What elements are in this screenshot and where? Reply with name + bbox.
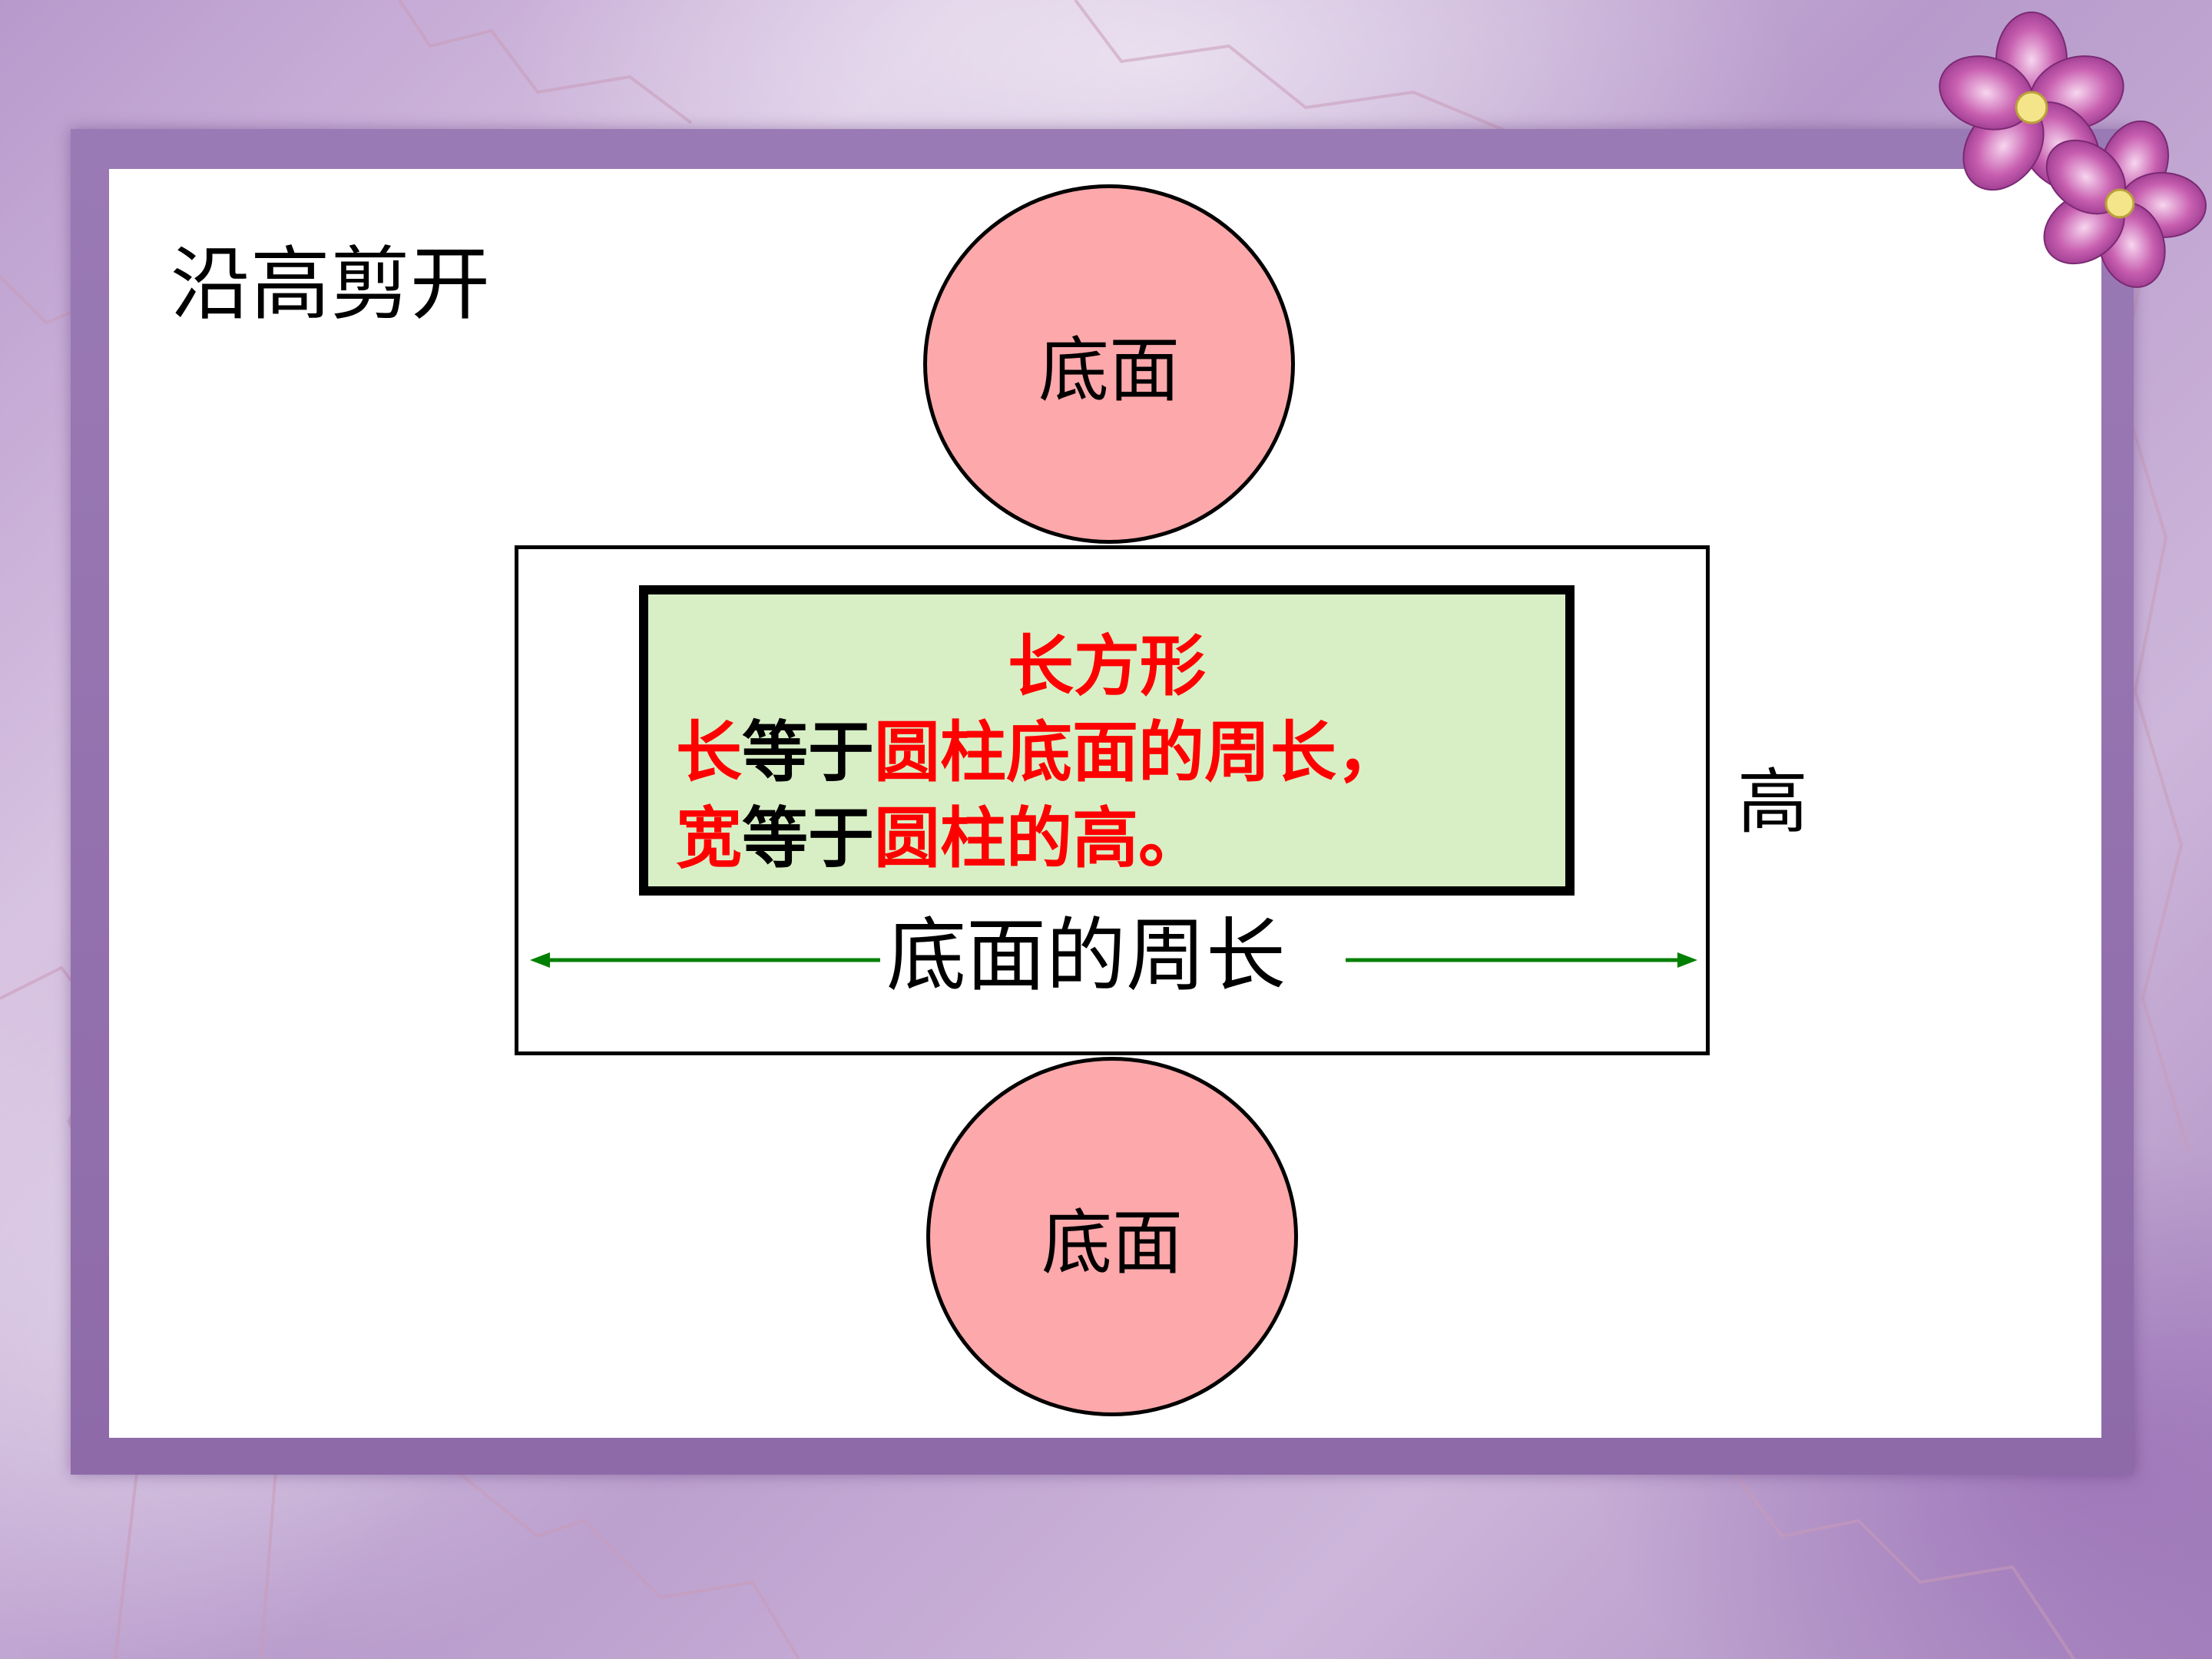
arrow-right-head [1677, 952, 1697, 968]
info-line-length: 长等于圆柱底面的周长， [676, 710, 1402, 796]
height-label: 高 [1737, 761, 1809, 843]
circumference-arrow [530, 952, 1697, 968]
base-circumference-phrase: 圆柱底面的周长， [874, 714, 1402, 791]
equals-word: 等于 [742, 714, 874, 791]
info-line-width: 宽等于圆柱的高。 [676, 796, 1204, 882]
top-base-circle: 底面 [923, 184, 1295, 544]
cylinder-height-phrase: 圆柱的高。 [874, 800, 1204, 877]
circumference-label: 底面的周长 [886, 909, 1286, 1002]
length-word: 长 [676, 714, 742, 791]
equals-word: 等于 [742, 800, 874, 877]
rectangle-info-box: 长方形 长等于圆柱底面的周长， 宽等于圆柱的高。 [639, 585, 1575, 896]
info-heading: 长方形 [1008, 628, 1206, 705]
slide-title: 沿高剪开 [171, 237, 491, 331]
arrow-left-head [530, 952, 550, 968]
bottom-base-circle: 底面 [926, 1057, 1298, 1416]
purple-flower-icon [1939, 12, 2207, 288]
top-base-label: 底面 [1038, 329, 1180, 412]
width-word: 宽 [676, 800, 742, 877]
bottom-base-label: 底面 [1041, 1201, 1183, 1284]
